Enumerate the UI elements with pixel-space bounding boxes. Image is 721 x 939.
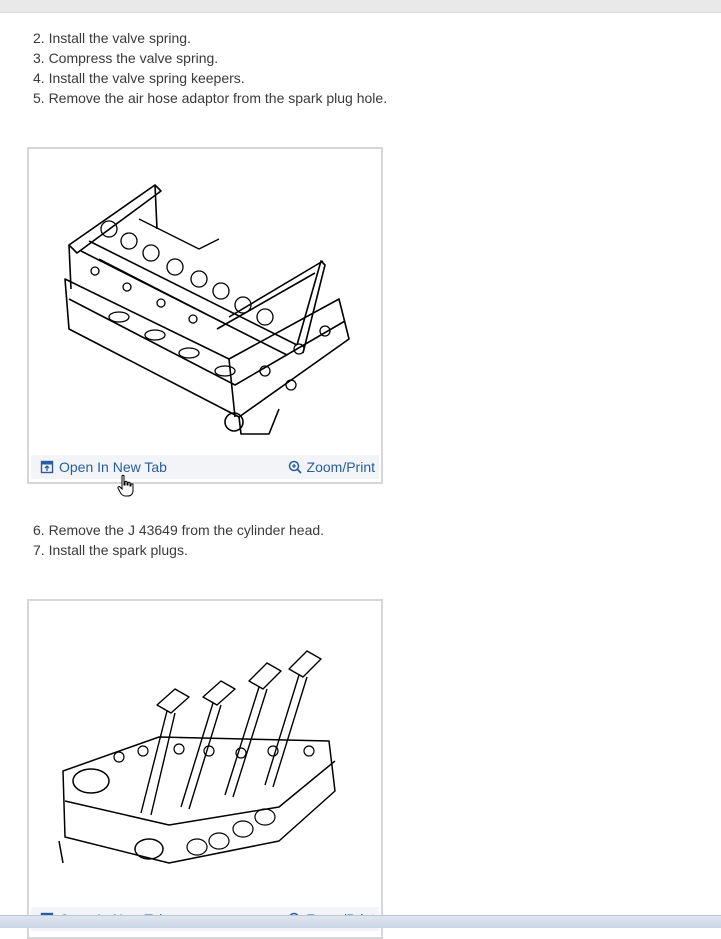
instruction-step: 6. Remove the J 43649 from the cylinder … <box>33 522 325 538</box>
zoom-print-link[interactable]: Zoom/Print <box>288 459 375 475</box>
zoom-icon <box>288 460 302 474</box>
instruction-step: 5. Remove the air hose adaptor from the … <box>33 90 388 106</box>
cylinder-head-tool-illustration <box>64 184 350 435</box>
open-in-new-tab-label: Open In New Tab <box>59 459 167 475</box>
bottom-taskbar <box>0 915 721 928</box>
instruction-step: 2. Install the valve spring. <box>33 30 191 46</box>
open-new-tab-icon <box>40 460 54 474</box>
figure-toolbar: Open In New Tab Zoom/Print <box>31 455 379 479</box>
instruction-step: 7. Install the spark plugs. <box>33 542 188 558</box>
zoom-print-label: Zoom/Print <box>306 459 375 475</box>
hand-pointer-cursor-icon <box>117 474 134 497</box>
top-toolbar <box>0 0 721 13</box>
spark-plug-installation-illustration <box>58 650 336 864</box>
figure-spark-plugs: Open In New Tab Zoom/Print <box>27 599 383 939</box>
instruction-list-1: 2. Install the valve spring. 3. Compress… <box>33 28 387 108</box>
instruction-step: 3. Compress the valve spring. <box>33 50 219 66</box>
figure-cylinder-head-tool: Open In New Tab Zoom/Print <box>27 147 383 484</box>
open-in-new-tab-link[interactable]: Open In New Tab <box>40 459 167 475</box>
instruction-step: 4. Install the valve spring keepers. <box>33 70 245 86</box>
instruction-list-2: 6. Remove the J 43649 from the cylinder … <box>33 520 324 560</box>
